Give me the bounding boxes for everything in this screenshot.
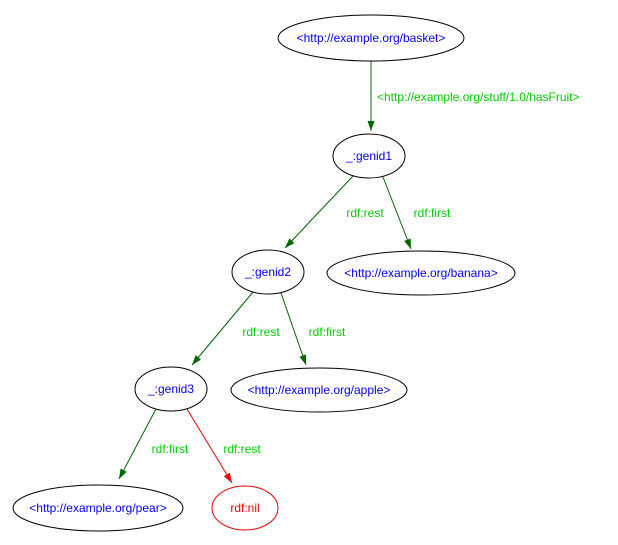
node-genid2-label: _:genid2 [244, 265, 291, 279]
node-genid1-ellipse [332, 133, 406, 179]
node-basket-ellipse [277, 14, 465, 62]
node-rdf-nil-label: rdf:nil [230, 501, 259, 515]
node-pear: <http://example.org/pear> [12, 484, 184, 532]
edge-genid2-first-apple [280, 292, 307, 366]
edge-label-first-2: rdf:first [309, 325, 346, 339]
node-apple-ellipse [230, 367, 408, 413]
node-apple-label: <http://example.org/apple> [248, 383, 391, 397]
edge-genid3-first-pear [118, 408, 157, 480]
node-genid3-ellipse [134, 366, 208, 412]
edge-label-rest-3: rdf:rest [223, 442, 261, 456]
node-genid1-label: _:genid1 [345, 149, 392, 163]
edge-label-first-1: rdf:first [414, 206, 451, 220]
edge-genid1-first-banana [382, 176, 412, 250]
edge-genid3-rest-nil [186, 408, 233, 484]
node-genid2: _:genid2 [231, 249, 305, 295]
node-genid1: _:genid1 [332, 133, 406, 179]
node-apple: <http://example.org/apple> [230, 367, 408, 413]
edges: <http://example.org/stuff/1.0/hasFruit> … [118, 61, 580, 484]
node-banana-ellipse [326, 250, 516, 296]
node-genid2-ellipse [231, 249, 305, 295]
node-genid3: _:genid3 [134, 366, 208, 412]
edge-genid2-rest-genid3 [191, 291, 254, 366]
nodes: <http://example.org/basket> _:genid1 _:g… [12, 14, 516, 532]
node-basket: <http://example.org/basket> [277, 14, 465, 62]
node-basket-label: <http://example.org/basket> [297, 31, 446, 45]
edge-label-hasfruit: <http://example.org/stuff/1.0/hasFruit> [377, 90, 580, 104]
edge-genid1-rest-genid2 [284, 175, 354, 249]
node-genid3-label: _:genid3 [147, 382, 194, 396]
edge-label-rest-1: rdf:rest [346, 206, 384, 220]
node-rdf-nil: rdf:nil [211, 485, 279, 531]
edge-label-rest-2: rdf:rest [242, 325, 280, 339]
edge-label-first-3: rdf:first [152, 442, 189, 456]
node-banana-label: <http://example.org/banana> [344, 266, 497, 280]
node-pear-ellipse [12, 484, 184, 532]
node-pear-label: <http://example.org/pear> [29, 501, 166, 515]
node-banana: <http://example.org/banana> [326, 250, 516, 296]
node-rdf-nil-ellipse [211, 485, 279, 531]
